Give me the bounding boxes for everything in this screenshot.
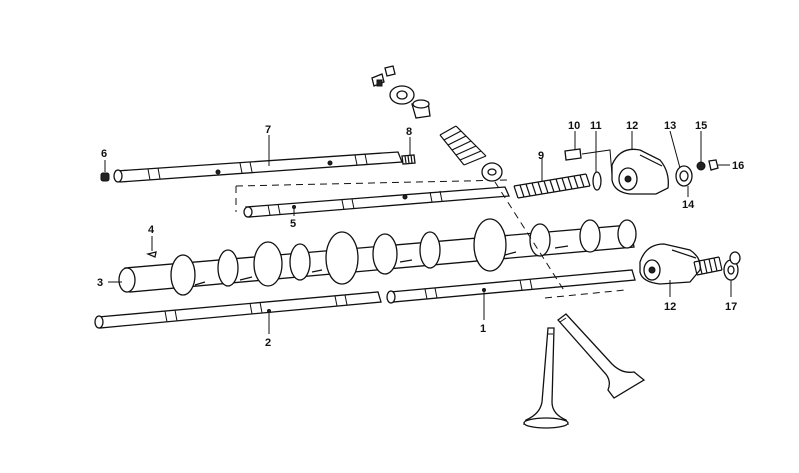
label-8: 8: [406, 126, 412, 138]
label-1: 1: [480, 323, 486, 335]
label-14: 14: [682, 199, 695, 211]
leader-dash-spring: [494, 181, 566, 293]
spring-9: [513, 173, 591, 199]
callout-3: 3: [97, 277, 122, 289]
rocker-shaft-2: [94, 291, 382, 329]
valve-stem-seal: [411, 99, 431, 119]
label-16: 16: [732, 160, 744, 172]
label-12-upper: 12: [626, 120, 638, 132]
callout-2: 2: [265, 309, 271, 349]
adjuster-13: [675, 165, 693, 187]
callout-13: 13: [664, 120, 681, 169]
callout-17: 17: [725, 280, 737, 313]
rocker-shaft-1: [386, 269, 636, 304]
exhaust-valve: [557, 313, 646, 399]
callout-6: 6: [101, 148, 107, 172]
valve-spring: [439, 125, 487, 166]
callout-12-lower: 12: [664, 280, 676, 313]
callout-8: 8: [406, 126, 412, 155]
label-10: 10: [568, 120, 580, 132]
callout-10: 10: [568, 120, 580, 150]
washer-11: [592, 171, 602, 191]
label-15: 15: [695, 120, 707, 132]
callout-1: 1: [480, 288, 486, 335]
label-11: 11: [590, 120, 602, 132]
nut-15: [696, 161, 706, 171]
label-3: 3: [97, 277, 103, 289]
label-17: 17: [725, 301, 737, 313]
callout-9: 9: [538, 150, 544, 181]
callout-5: 5: [290, 205, 296, 230]
label-4: 4: [148, 224, 155, 236]
callout-11: 11: [590, 120, 602, 172]
label-9: 9: [538, 150, 544, 162]
callout-14: 14: [682, 186, 695, 211]
callout-12-upper: 12: [626, 120, 638, 150]
valve-collets: [371, 65, 396, 87]
label-2: 2: [265, 337, 271, 349]
plug-8: [401, 154, 416, 165]
camshaft-3: [118, 218, 637, 296]
label-7: 7: [265, 124, 271, 136]
label-13: 13: [664, 120, 676, 132]
callout-15: 15: [695, 120, 707, 162]
rocker-arm-12-lower: [639, 243, 701, 285]
rocker-shaft-7: [113, 151, 403, 183]
spring-retainer: [389, 85, 415, 105]
label-5: 5: [290, 218, 296, 230]
callout-7: 7: [265, 124, 271, 166]
intake-valve: [522, 327, 570, 429]
spring-lower: [693, 256, 723, 276]
rocker-shaft-5: [235, 179, 510, 218]
pin-10-bracket: [581, 149, 613, 176]
washer-top-right: [729, 251, 741, 265]
woodruff-key-4: [145, 251, 157, 258]
label-6: 6: [101, 148, 107, 160]
callout-16: 16: [718, 160, 744, 172]
spring-seat: [481, 162, 503, 182]
callout-4: 4: [148, 224, 155, 251]
plug-6: [100, 172, 110, 182]
pin-10: [564, 148, 582, 161]
nut-16: [708, 159, 719, 171]
label-12-lower: 12: [664, 301, 676, 313]
rocker-arm-12-upper: [611, 148, 669, 195]
